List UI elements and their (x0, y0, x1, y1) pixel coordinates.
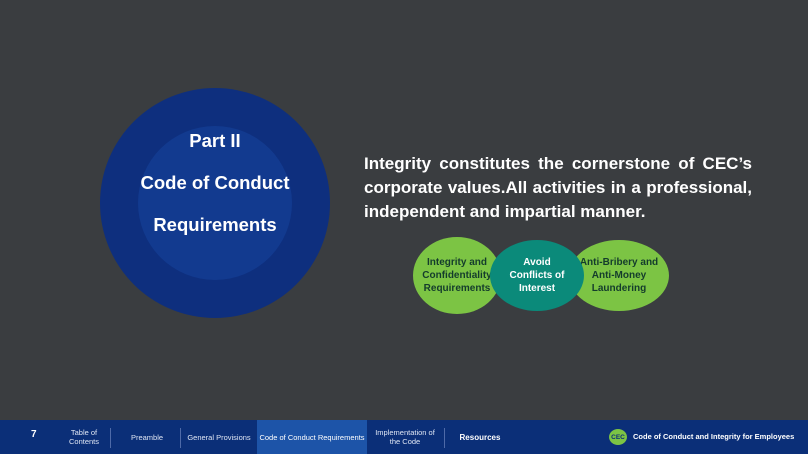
footer-title: Code of Conduct and Integrity for Employ… (633, 432, 795, 441)
cec-logo-icon: CEC (609, 429, 627, 445)
nav-label: Resources (459, 432, 501, 442)
nav-divider (444, 428, 445, 448)
nav-label: General Provisions (187, 432, 251, 442)
nav-label: Code of Conduct Requirements (259, 432, 365, 442)
bubble-conflicts-of-interest: Avoid Conflicts of Interest (490, 240, 584, 311)
inner-circle (138, 126, 292, 280)
bubble-integrity-confidentiality: Integrity and Confidentiality Requiremen… (413, 237, 501, 314)
integrity-statement: Integrity constitutes the cornerstone of… (364, 154, 752, 221)
nav-label: Table of Contents (68, 428, 100, 446)
nav-divider (180, 428, 181, 448)
page-number: 7 (31, 429, 37, 440)
nav-resources[interactable]: Resources (452, 420, 508, 454)
bubble-label: Integrity and Confidentiality Requiremen… (422, 257, 492, 294)
nav-divider (110, 428, 111, 448)
nav-table-of-contents[interactable]: Table of Contents (62, 420, 106, 454)
section-title: Part II Code of Conduct Requirements (100, 120, 330, 246)
nav-code-of-conduct-requirements[interactable]: Code of Conduct Requirements (257, 420, 367, 454)
section-title-line3: Requirements (153, 214, 277, 235)
nav-preamble[interactable]: Preamble (118, 420, 176, 454)
bubble-anti-bribery: Anti-Bribery and Anti-Money Laundering (569, 240, 669, 311)
slide-content: Part II Code of Conduct Requirements Int… (100, 88, 752, 318)
bubble-label: Avoid Conflicts of Interest (509, 257, 565, 294)
section-title-line1: Part II (189, 130, 241, 151)
nav-label: Preamble (130, 432, 164, 442)
nav-general-provisions[interactable]: General Provisions (184, 420, 254, 454)
nav-implementation-of-the-code[interactable]: Implementation of the Code (372, 420, 438, 454)
footer-nav-bar: 7 Table of Contents Preamble General Pro… (0, 420, 808, 454)
section-title-line2: Code of Conduct (140, 172, 290, 193)
nav-label: Implementation of the Code (375, 428, 435, 446)
bubble-label: Anti-Bribery and Anti-Money Laundering (579, 257, 659, 294)
